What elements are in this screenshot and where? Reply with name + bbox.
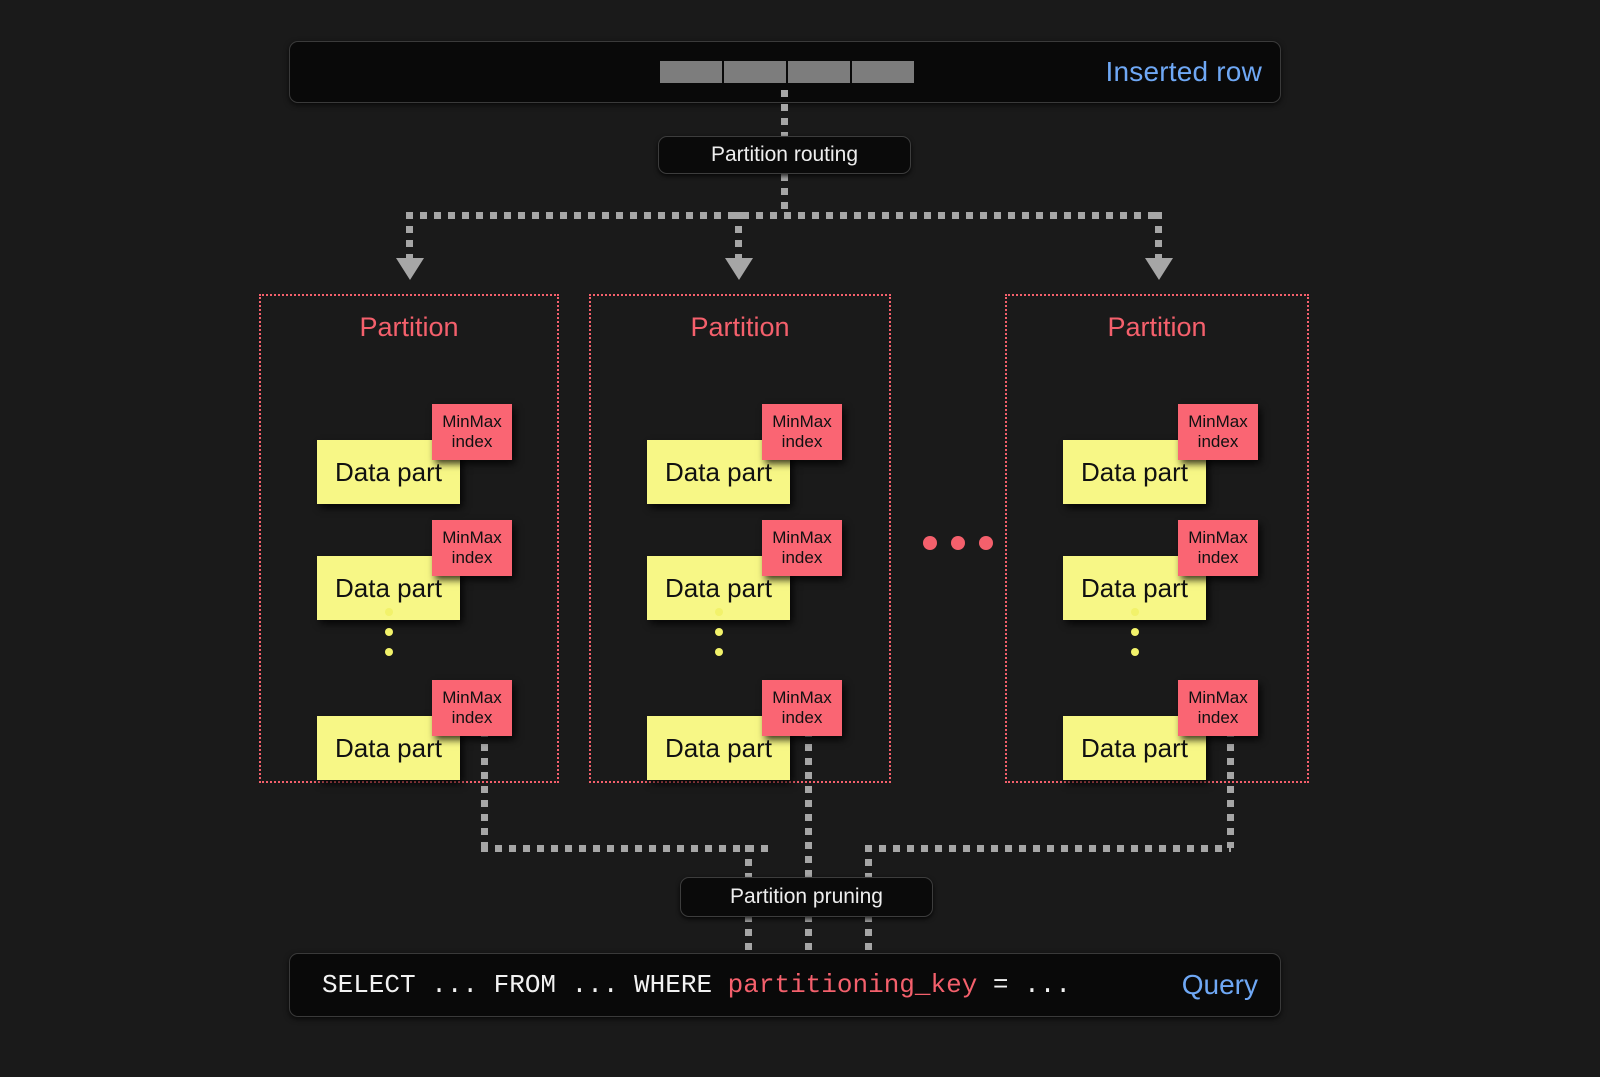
minmax-index-box: MinMax index xyxy=(762,680,842,736)
minmax-index-box: MinMax index xyxy=(432,520,512,576)
minmax-index-line1: MinMax xyxy=(442,411,502,431)
minmax-index-line1: MinMax xyxy=(772,411,832,431)
minmax-index-line2: index xyxy=(451,548,493,567)
data-part-box: Data part xyxy=(647,716,790,780)
data-part-box: Data part xyxy=(647,440,790,504)
partition-pruning-box[interactable]: Partition pruning xyxy=(680,877,933,917)
minmax-index-box: MinMax index xyxy=(762,404,842,460)
minmax-index-line1: MinMax xyxy=(772,527,832,547)
ellipsis-dot xyxy=(1131,608,1139,616)
ellipsis-dot xyxy=(715,648,723,656)
partition-pruning-label: Partition pruning xyxy=(730,885,883,908)
inserted-row-label: Inserted row xyxy=(1105,56,1262,87)
ellipsis-dot xyxy=(385,628,393,636)
inserted-row-cells xyxy=(660,61,914,83)
vertical-ellipsis xyxy=(385,608,393,656)
arrow-down-partition-0 xyxy=(396,258,424,280)
row-cell xyxy=(852,61,914,83)
connector-drop-partition-0 xyxy=(406,212,413,260)
query-label: Query xyxy=(1181,969,1258,1000)
sql-suffix: = ... xyxy=(977,970,1071,1000)
connector-prune-bus-right xyxy=(865,845,1231,852)
data-part-box: Data part xyxy=(317,716,460,780)
data-part-group: MinMax index Data part xyxy=(647,404,847,504)
vertical-ellipsis xyxy=(1131,608,1139,656)
connector-prune-bus-left xyxy=(481,845,771,852)
connector-insert-to-routing xyxy=(781,90,788,138)
data-part-group: MinMax index Data part xyxy=(647,680,847,780)
minmax-index-line2: index xyxy=(781,708,823,727)
query-sql-text: SELECT ... FROM ... WHERE partitioning_k… xyxy=(322,970,1071,1000)
data-part-group: MinMax index Data part xyxy=(317,404,517,504)
query-bar: SELECT ... FROM ... WHERE partitioning_k… xyxy=(289,953,1281,1017)
connector-fanout-bus xyxy=(406,212,1162,219)
minmax-index-box: MinMax index xyxy=(1178,520,1258,576)
ellipsis-dot xyxy=(1131,648,1139,656)
sql-prefix: SELECT ... FROM ... WHERE xyxy=(322,970,728,1000)
data-part-group: MinMax index Data part xyxy=(317,520,517,620)
connector-pruning-to-query-center xyxy=(805,915,812,955)
connector-prune-partition-2 xyxy=(1227,730,1234,848)
vertical-ellipsis xyxy=(715,608,723,656)
minmax-index-line2: index xyxy=(781,548,823,567)
connector-drop-partition-1 xyxy=(735,212,742,260)
ellipsis-dot xyxy=(979,536,993,550)
sql-partitioning-key: partitioning_key xyxy=(727,970,978,1000)
partition-box-2[interactable]: Partition MinMax index Data part MinMax … xyxy=(1005,294,1309,783)
connector-pruning-to-query-right xyxy=(865,915,872,955)
connector-pruning-to-query-left xyxy=(745,915,752,955)
ellipsis-dot xyxy=(923,536,937,550)
minmax-index-line1: MinMax xyxy=(772,687,832,707)
partition-routing-label: Partition routing xyxy=(710,143,859,166)
minmax-index-box: MinMax index xyxy=(762,520,842,576)
minmax-index-box: MinMax index xyxy=(1178,680,1258,736)
ellipsis-dot xyxy=(715,628,723,636)
ellipsis-dot xyxy=(1131,628,1139,636)
minmax-index-line2: index xyxy=(1197,432,1239,451)
minmax-index-line2: index xyxy=(451,432,493,451)
minmax-index-line1: MinMax xyxy=(1188,527,1248,547)
partitions-ellipsis xyxy=(923,536,993,550)
arrow-down-partition-1 xyxy=(725,258,753,280)
ellipsis-dot xyxy=(385,648,393,656)
partition-box-1[interactable]: Partition MinMax index Data part MinMax … xyxy=(589,294,891,783)
minmax-index-box: MinMax index xyxy=(432,680,512,736)
minmax-index-line1: MinMax xyxy=(1188,687,1248,707)
minmax-index-box: MinMax index xyxy=(1178,404,1258,460)
arrow-down-partition-2 xyxy=(1145,258,1173,280)
data-part-group: MinMax index Data part xyxy=(317,680,517,780)
data-part-group: MinMax index Data part xyxy=(647,520,847,620)
partition-routing-box[interactable]: Partition routing xyxy=(658,136,911,174)
connector-drop-partition-2 xyxy=(1155,212,1162,260)
row-cell xyxy=(724,61,786,83)
data-part-group: MinMax index Data part xyxy=(1063,404,1263,504)
inserted-row-bar: Inserted row xyxy=(289,41,1281,103)
partition-title-0: Partition xyxy=(359,312,459,342)
ellipsis-dot xyxy=(951,536,965,550)
connector-routing-down xyxy=(781,174,788,216)
ellipsis-dot xyxy=(385,608,393,616)
minmax-index-line2: index xyxy=(1197,548,1239,567)
data-part-group: MinMax index Data part xyxy=(1063,520,1263,620)
connector-prune-partition-0 xyxy=(481,730,488,848)
connector-prune-partition-1 xyxy=(805,730,812,920)
row-cell xyxy=(660,61,722,83)
minmax-index-line1: MinMax xyxy=(1188,411,1248,431)
minmax-index-line1: MinMax xyxy=(442,527,502,547)
ellipsis-dot xyxy=(715,608,723,616)
connector-prune-drop-left xyxy=(745,845,752,879)
minmax-index-line2: index xyxy=(451,708,493,727)
partition-box-0[interactable]: Partition MinMax index Data part MinMax … xyxy=(259,294,559,783)
connector-prune-drop-right xyxy=(865,845,872,879)
minmax-index-line2: index xyxy=(1197,708,1239,727)
minmax-index-line2: index xyxy=(781,432,823,451)
data-part-group: MinMax index Data part xyxy=(1063,680,1263,780)
row-cell xyxy=(788,61,850,83)
minmax-index-line1: MinMax xyxy=(442,687,502,707)
minmax-index-box: MinMax index xyxy=(432,404,512,460)
partition-title-2: Partition xyxy=(1107,312,1207,342)
partition-title-1: Partition xyxy=(690,312,790,342)
